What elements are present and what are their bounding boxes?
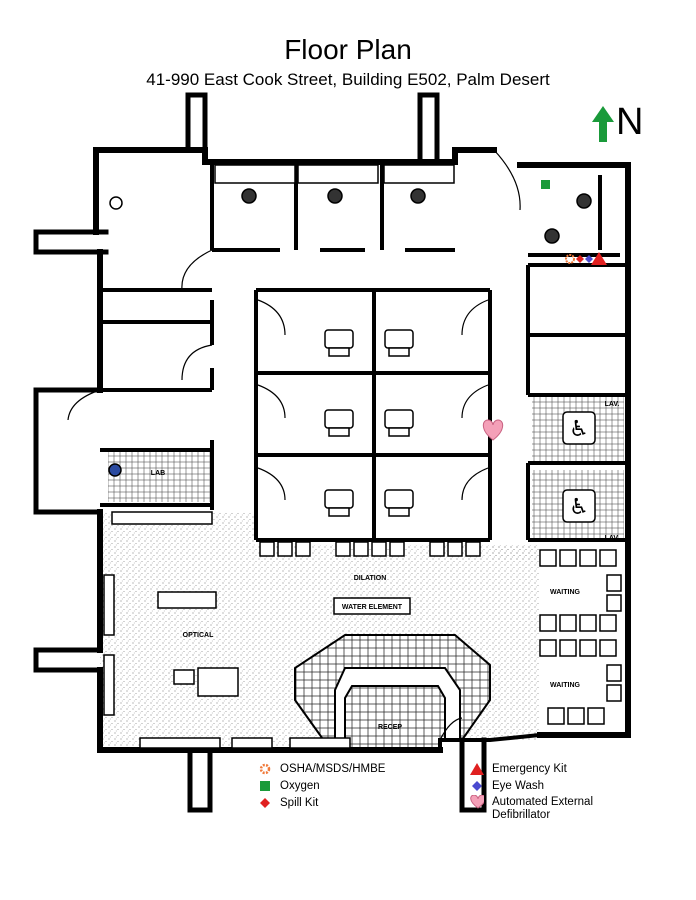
spill-kit-marker: [576, 255, 584, 263]
room-label-waiting-2: WAITING: [550, 682, 580, 689]
room-label-lav-2: LAV.: [605, 535, 620, 542]
legend-label-spill-kit: Spill Kit: [280, 797, 319, 809]
address-subtitle: 41-990 East Cook Street, Building E502, …: [146, 70, 550, 89]
room-label-water-element: WATER ELEMENT: [342, 604, 403, 611]
aed-heart-icon: [470, 795, 484, 809]
page-title: Floor Plan: [284, 34, 412, 65]
svg-text:♿: ♿: [569, 417, 589, 442]
osha-marker: [565, 254, 575, 264]
legend-label-eye-wash: Eye Wash: [492, 780, 544, 792]
emergency-kit-icon: [470, 762, 484, 776]
room-label-waiting-1: WAITING: [550, 589, 580, 596]
waiting-chairs: [539, 549, 622, 725]
emergency-kit-marker: [591, 252, 607, 265]
exam-chairs: [324, 329, 414, 517]
walls: [33, 92, 631, 813]
legend-item-oxygen: Oxygen: [258, 779, 320, 793]
legend-label-emergency-kit: Emergency Kit: [492, 763, 567, 775]
room-label-dilation: DILATION: [354, 575, 387, 582]
legend-item-eye-wash: Eye Wash: [470, 779, 544, 793]
eye-wash-icon: [470, 779, 484, 793]
eye-wash-marker: [585, 255, 593, 263]
room-label-optical: OPTICAL: [183, 632, 214, 639]
water-element-box: [333, 597, 411, 615]
optical-furniture: [103, 511, 351, 749]
door-swings: [67, 149, 521, 741]
osha-icon: [258, 762, 272, 776]
svg-text:♿: ♿: [569, 495, 589, 520]
room-label-recep: RECEP: [378, 724, 402, 731]
north-arrow-icon: [592, 106, 614, 142]
dilation-seating: [259, 541, 481, 557]
room-label-lab: LAB: [151, 470, 165, 477]
legend-item-emergency-kit: Emergency Kit: [470, 762, 567, 776]
office-furniture: [108, 164, 592, 477]
north-label: N: [616, 101, 644, 143]
legend-item-spill-kit: Spill Kit: [258, 796, 318, 810]
legend-label-osha: OSHA/MSDS/HMBE: [280, 763, 386, 775]
legend-item-osha: OSHA/MSDS/HMBE: [258, 762, 385, 776]
spill-kit-icon: [258, 796, 272, 810]
room-label-lav-1: LAV.: [605, 401, 620, 408]
legend-label-aed-line1: Automated External: [492, 796, 594, 808]
legend: OSHA/MSDS/HMBE Oxygen Spill Kit Emergenc…: [0, 762, 696, 822]
lab-tile-floor: [108, 450, 210, 502]
legend-label-oxygen: Oxygen: [280, 780, 320, 792]
oxygen-marker: [541, 180, 550, 189]
north-indicator: N: [592, 100, 652, 145]
oxygen-icon: [258, 779, 272, 793]
legend-item-aed: Automated External Defibrillator: [470, 795, 594, 821]
legend-label-aed-line2: Defibrillator: [492, 809, 551, 821]
wheelchair-icon: ♿ ♿: [562, 411, 596, 523]
aed-marker: [482, 419, 504, 441]
interior-walls: [100, 162, 628, 542]
